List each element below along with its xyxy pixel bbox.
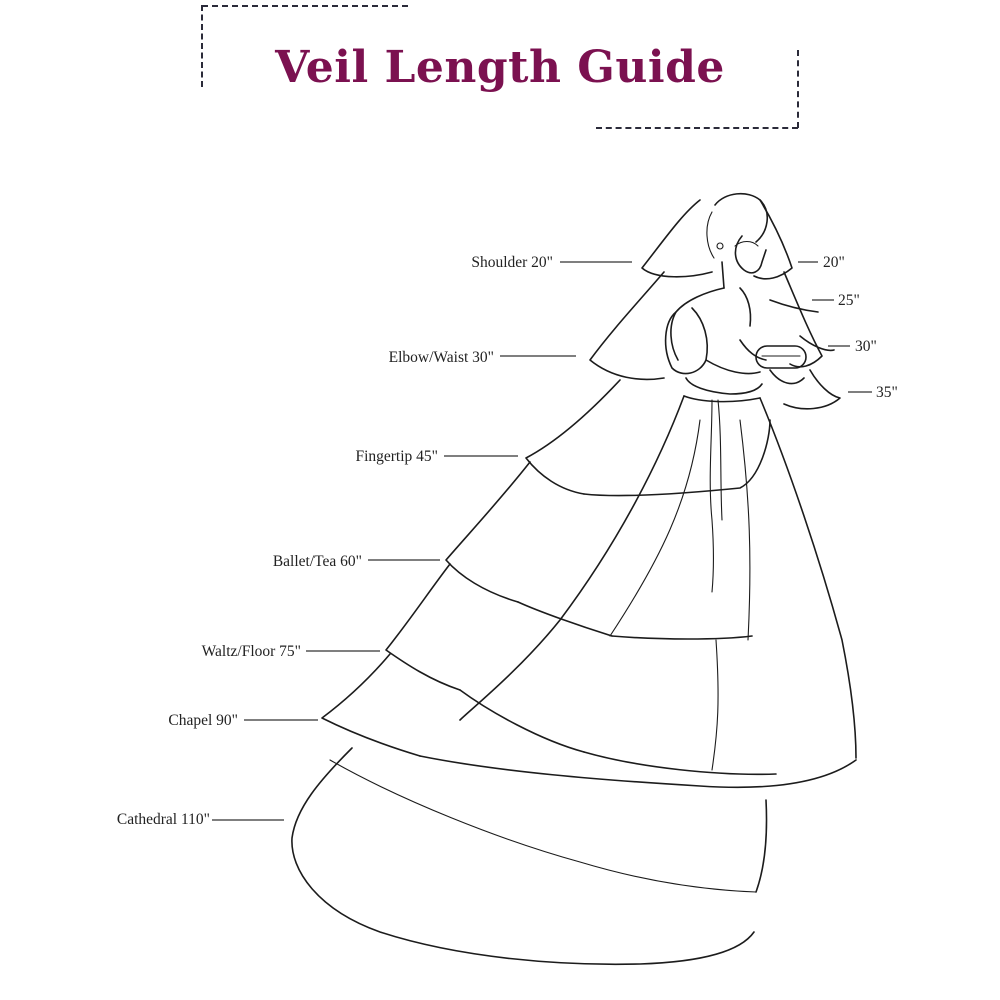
title-frame-right: [797, 50, 799, 128]
label-fingertip: Fingertip 45": [355, 448, 438, 465]
bride-figure: [459, 192, 857, 771]
left-labels: Shoulder 20" Elbow/Waist 30" Fingertip 4…: [117, 254, 632, 828]
label-ballet-tea: Ballet/Tea 60": [273, 553, 362, 570]
label-right-35: 35": [876, 384, 898, 401]
label-right-25: 25": [838, 292, 860, 309]
title-frame-bottom: [596, 127, 798, 129]
page-title: Veil Length Guide: [275, 42, 725, 93]
label-right-20: 20": [823, 254, 845, 271]
label-chapel: Chapel 90": [168, 712, 238, 729]
label-right-30: 30": [855, 338, 877, 355]
label-waltz-floor: Waltz/Floor 75": [202, 643, 301, 660]
label-shoulder: Shoulder 20": [471, 254, 553, 271]
title-frame-left: [201, 5, 203, 87]
veil-tiers: [291, 199, 857, 966]
right-labels: 20" 25" 30" 35": [798, 254, 898, 401]
label-elbow-waist: Elbow/Waist 30": [389, 349, 494, 366]
label-cathedral: Cathedral 110": [117, 811, 210, 828]
title-frame-top: [202, 5, 408, 7]
